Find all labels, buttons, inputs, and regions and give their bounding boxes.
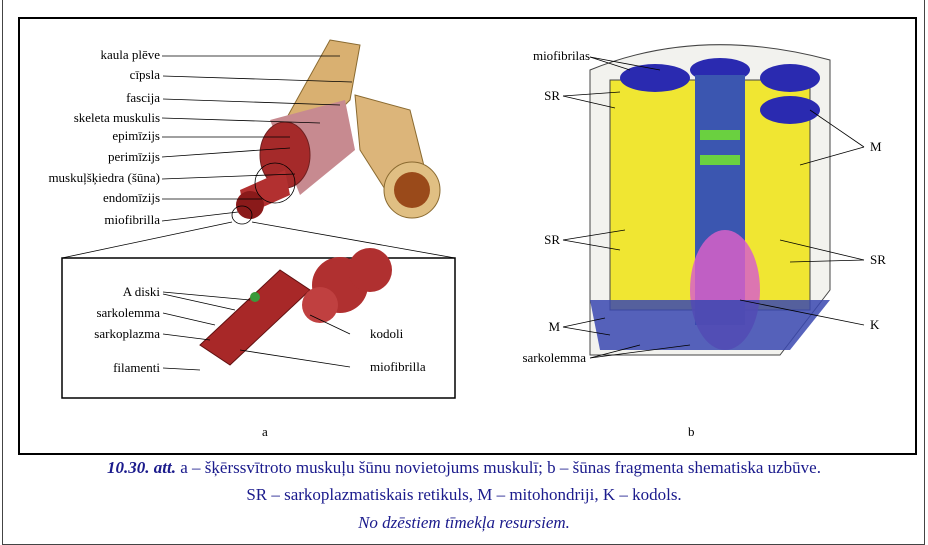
label-epimizijs: epimīzijs: [112, 128, 160, 143]
label-a-diski: A diski: [122, 284, 160, 299]
muscle-illustration: [236, 39, 441, 219]
label-miofibrilas: miofibrilas: [532, 48, 590, 63]
label-k: K: [870, 317, 880, 332]
label-kodoli: kodoli: [370, 326, 404, 341]
figure-frame: [18, 17, 917, 455]
label-a: a: [262, 424, 268, 439]
label-miofibrilla: miofibrilla: [104, 212, 160, 227]
label-cipsla: cīpsla: [129, 67, 160, 82]
caption-number: 10.30. att.: [107, 458, 176, 477]
caption-line-1: 10.30. att. a – šķērssvītroto muskuļu šū…: [0, 458, 928, 478]
label-sarkolemma-b: sarkolemma: [522, 350, 586, 365]
label-perimizijs: perimīzijs: [108, 149, 160, 164]
caption-text: a – šķērssvītroto muskuļu šūnu novietoju…: [175, 458, 821, 477]
label-sarkolemma: sarkolemma: [96, 305, 160, 320]
label-sr-2: SR: [544, 232, 560, 247]
label-endomizijs: endomīzijs: [102, 190, 160, 205]
label-muskulskiedra: muskuļšķiedra (šūna): [48, 170, 160, 185]
cell-illustration: [589, 44, 831, 356]
label-sarkoplazma: sarkoplazma: [94, 326, 160, 341]
label-kaula-pleve: kaula plēve: [100, 47, 160, 62]
label-sr-1: SR: [544, 88, 560, 103]
label-fascija: fascija: [126, 90, 160, 105]
label-sr-right: SR: [870, 252, 886, 267]
label-m-left: M: [548, 319, 560, 334]
inset-fiber: [199, 248, 392, 366]
label-miofibrilla-inset: miofibrilla: [370, 359, 426, 374]
label-b: b: [688, 424, 695, 439]
caption-line-2: SR – sarkoplazmatiskais retikuls, M – mi…: [246, 485, 682, 504]
label-skeleta-muskulis: skeleta muskulis: [73, 110, 160, 125]
caption-source: No dzēstiem tīmekļa resursiem.: [358, 513, 570, 532]
label-m-right: M: [870, 139, 882, 154]
label-filamenti: filamenti: [113, 360, 160, 375]
